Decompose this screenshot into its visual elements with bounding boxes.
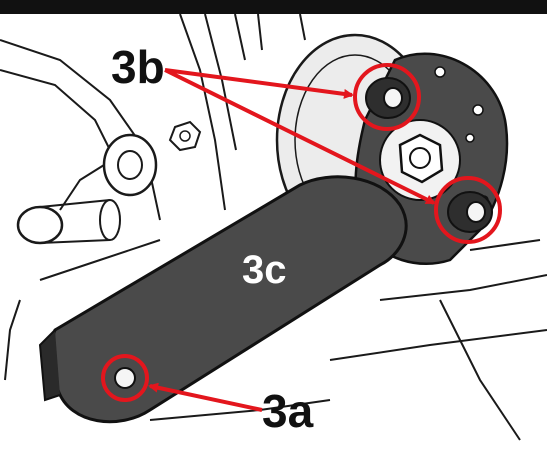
frame-top-bar [0,0,547,14]
left-bushing [59,133,158,211]
arrow-3b-upper [164,68,354,99]
bolt-upper [365,77,411,119]
link-arm [38,175,408,424]
callout-circle-3a [101,354,149,402]
callout-label-3c: 3c [242,248,287,292]
arrow-3a [148,382,263,412]
callout-label-3b: 3b [111,41,165,93]
bolt-lower [447,191,493,233]
callout-circle-3b-lower [434,176,502,244]
callout-label-3a: 3a [262,385,314,437]
frame-structure [0,13,547,441]
callout-circle-3b-upper [353,63,421,131]
small-hex-nut [168,120,202,152]
arrow-3b-lower [164,68,436,205]
left-pin [16,199,121,245]
center-hub-nut [379,119,461,201]
